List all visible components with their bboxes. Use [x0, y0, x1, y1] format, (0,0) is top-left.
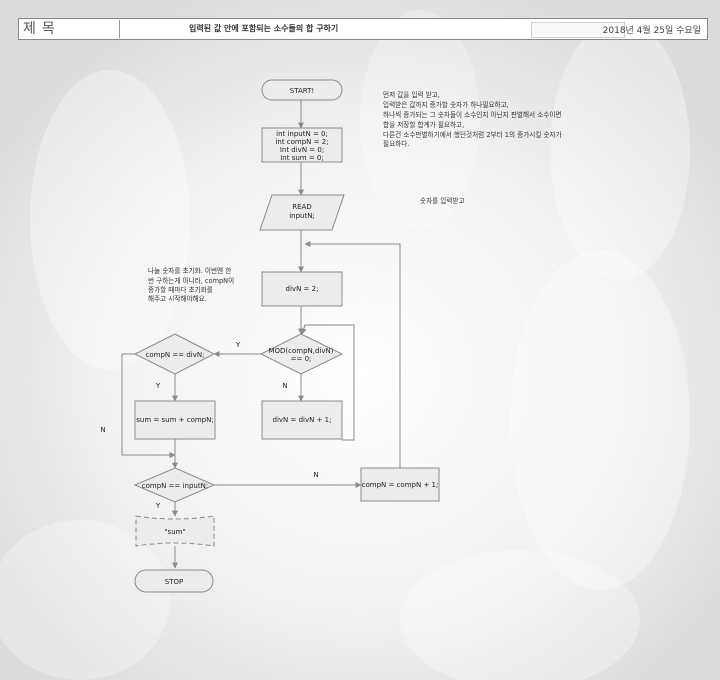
start-terminator: [261, 79, 343, 101]
note-read: 숫자를 입력받고: [420, 196, 465, 205]
note-top-line-2: 입력받은 값까지 증가할 숫자가 하나필요하고,: [383, 100, 509, 109]
mod-no-label: N: [282, 382, 287, 390]
div-inc-process: [261, 400, 343, 440]
compeqinput-decision: [133, 467, 216, 503]
read-line-1: READ: [292, 203, 311, 211]
note-left-line-1: 나눌 숫자를 초기화. 이번엔 한: [148, 266, 231, 275]
comp-inc-label: compN = compN + 1;: [362, 481, 439, 489]
mod-line-1: MOD(compN,divN): [268, 347, 333, 355]
stop-label: STOP: [165, 578, 183, 586]
comp-inc-process: [360, 467, 440, 502]
read-input: [259, 194, 345, 231]
compeqinput-label: compN == inputN;: [142, 482, 208, 490]
mod-line-2: == 0;: [291, 355, 312, 363]
edge-divinc-loop-mod: [300, 324, 355, 441]
stop-terminator: [134, 569, 214, 593]
note-left-line-3: 증가할 때마다 초기화를: [148, 285, 213, 294]
document-date: 2018년 4월 25일 수요일: [602, 26, 701, 36]
note-top-line-6: 필요하다.: [383, 139, 409, 148]
note-top-line-5: 다른건 소수판별하기에서 했던것처럼 2부터 1의 증가시킬 숫자가: [383, 130, 562, 139]
note-top-line-3: 하나씩 증가되는 그 숫자들이 소수인지 아닌지 판별해서 소수이면: [383, 110, 561, 119]
output-display: [135, 515, 215, 547]
note-left-line-2: 번 구하는게 아니라, compN이: [148, 276, 234, 285]
edge-compeqdiv-no: [121, 353, 176, 458]
init-line-4: Int sum = 0;: [280, 154, 324, 162]
input-yes-label: Y: [155, 502, 161, 510]
header-bar: 제목 입력된 값 안에 포함되는 소수들의 합 구하기 2018년 4월 25일…: [18, 18, 708, 40]
div-no-label: N: [100, 426, 105, 434]
author-field: [531, 22, 625, 38]
init-process: [261, 127, 343, 163]
div-yes-label: Y: [155, 382, 161, 390]
init-line-1: int inputN = 0;: [276, 130, 328, 138]
sum-label: sum = sum + compN;: [136, 416, 213, 424]
div-inc-label: divN = divN + 1;: [273, 416, 332, 424]
div-init-label: divN = 2;: [286, 285, 319, 293]
input-no-label: N: [313, 471, 318, 479]
mod-yes-label: Y: [235, 341, 241, 349]
init-line-3: Int divN = 0;: [280, 146, 324, 154]
start-label: START!: [290, 87, 314, 95]
note-top-line-1: 먼저 값을 입력 받고,: [383, 90, 440, 99]
read-line-2: inputN;: [289, 212, 315, 220]
sum-process: [134, 400, 216, 440]
init-line-2: int compN = 2;: [275, 138, 328, 146]
document-title: 입력된 값 안에 포함되는 소수들의 합 구하기: [189, 24, 339, 33]
mod-decision: [259, 333, 344, 375]
edge-compinc-loop-divinit: [304, 241, 401, 468]
title-label: 제목: [23, 20, 120, 38]
note-top-line-4: 합을 저장할 합계가 필요하고,: [383, 120, 464, 129]
compeqdiv-decision: [133, 333, 216, 375]
output-label: "sum": [164, 528, 185, 536]
div-init-process: [261, 271, 343, 307]
note-left-line-4: 해주고 시작해야해요.: [148, 294, 207, 303]
compeqdiv-label: compN == divN;: [146, 351, 205, 359]
